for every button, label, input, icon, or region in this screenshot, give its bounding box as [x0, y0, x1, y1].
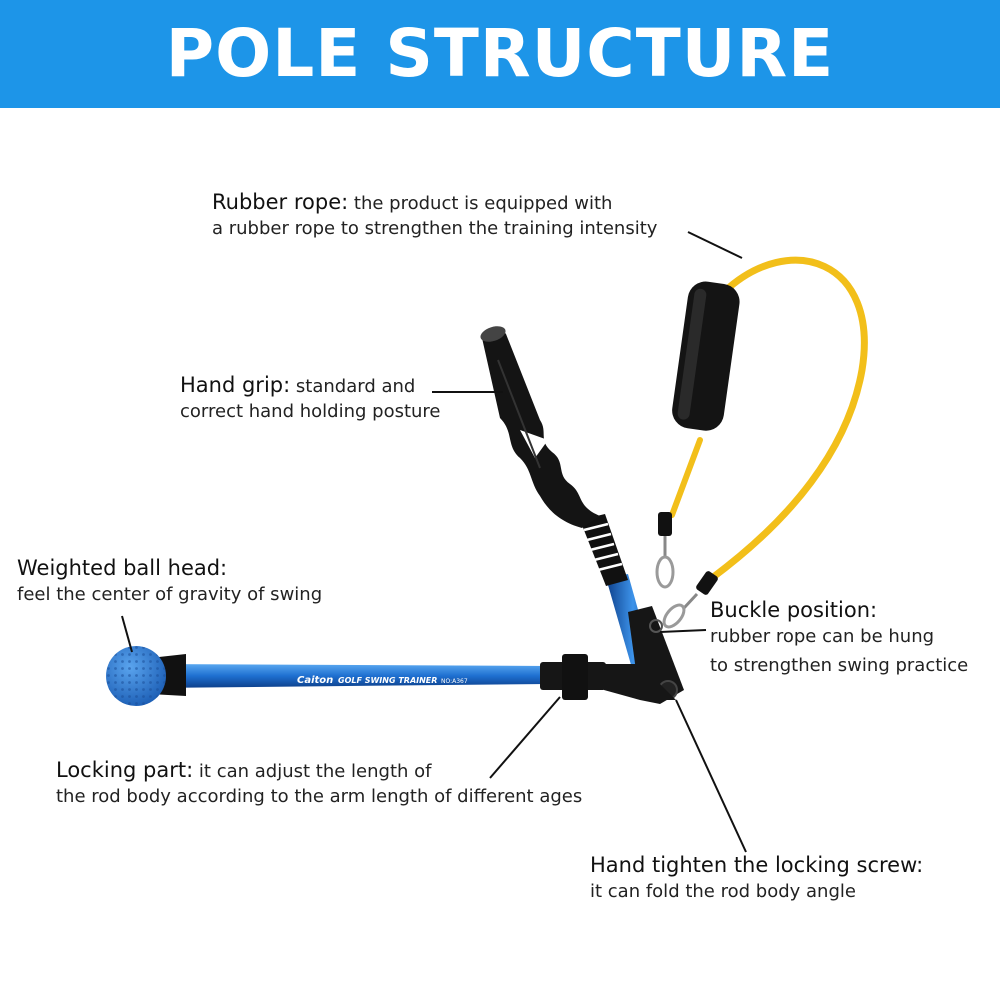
- leader-locking: [489, 696, 561, 779]
- rod-product-name: GOLF SWING TRAINER: [338, 676, 437, 685]
- callout-locking: Locking part: it can adjust the length o…: [56, 758, 582, 809]
- rubber-rope-loop: [708, 256, 868, 582]
- hand-grip: [481, 329, 600, 528]
- callout-hand-grip: Hand grip: standard and correct hand hol…: [180, 373, 441, 424]
- callout-ball-head-desc: feel the center of gravity of swing: [17, 584, 323, 605]
- locking-part: [540, 654, 676, 700]
- weighted-ball-head: [106, 646, 186, 706]
- rubber-rope: [669, 437, 703, 518]
- callout-ball-head-title: Weighted ball head:: [17, 556, 228, 580]
- rod-brand: Caiton: [297, 675, 333, 686]
- rope-clip-left: [655, 512, 675, 589]
- callout-rubber-rope-desc2: a rubber rope to strengthen the training…: [212, 218, 658, 239]
- callout-rubber-rope-title: Rubber rope:: [212, 190, 349, 214]
- callout-hand-grip-desc2: correct hand holding posture: [180, 401, 441, 422]
- callout-rubber-rope-desc1: the product is equipped with: [348, 193, 613, 214]
- rope-foam-handle: [672, 281, 740, 431]
- callout-screw-desc: it can fold the rod body angle: [590, 881, 856, 902]
- rod-model: NO:A367: [441, 678, 468, 685]
- leader-buckle: [659, 629, 707, 633]
- callout-locking-desc2: the rod body according to the arm length…: [56, 786, 583, 807]
- callout-buckle-desc1: rubber rope can be hung: [710, 626, 935, 647]
- leader-ball: [121, 615, 133, 653]
- callout-locking-desc1: it can adjust the length of: [193, 761, 432, 782]
- callout-ball-head: Weighted ball head: feel the center of g…: [17, 556, 322, 607]
- rope-clip-right: [662, 571, 718, 629]
- title-banner: POLE STRUCTURE: [0, 0, 1000, 108]
- callout-hand-grip-title: Hand grip:: [180, 373, 291, 397]
- leader-rope: [687, 231, 743, 259]
- callout-rubber-rope: Rubber rope: the product is equipped wit…: [212, 190, 657, 241]
- callout-buckle-title: Buckle position:: [710, 598, 878, 622]
- leader-screw: [675, 699, 747, 853]
- callout-screw: Hand tighten the locking screw: it can f…: [590, 853, 923, 904]
- callout-buckle: Buckle position: rubber rope can be hung…: [710, 598, 968, 678]
- callout-locking-title: Locking part:: [56, 758, 194, 782]
- callout-buckle-desc2: to strengthen swing practice: [710, 655, 969, 676]
- callout-screw-title: Hand tighten the locking screw:: [590, 853, 924, 877]
- main-rod: Caiton GOLF SWING TRAINER NO:A367: [150, 664, 548, 688]
- leader-lines: [121, 231, 747, 853]
- callout-hand-grip-desc1: standard and: [290, 376, 416, 397]
- grip-ferrule: [580, 514, 628, 586]
- page-title: POLE STRUCTURE: [165, 15, 835, 92]
